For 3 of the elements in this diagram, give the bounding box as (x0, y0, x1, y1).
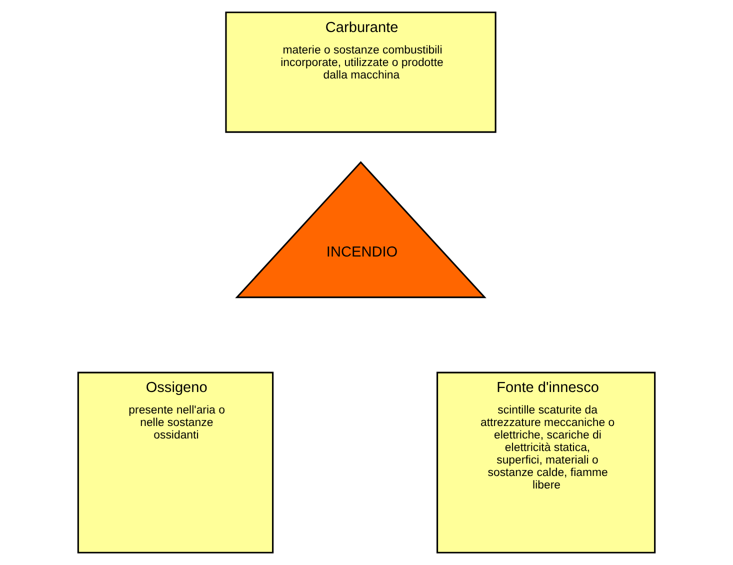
node-box: Ossigeno presente nell'aria o nelle sostanze ossidanti (77, 372, 274, 554)
node-box: Fonte d'innesco scintille scaturite da attrezzature meccaniche o elettriche, scariche di elettricità statica, superfici, materiali o sostanze calde, fiamme libere (436, 372, 656, 554)
node-box: Carburante materie o sostanze combustibili incorporate, utilizzate o prodotte dalla macchina (225, 12, 496, 133)
